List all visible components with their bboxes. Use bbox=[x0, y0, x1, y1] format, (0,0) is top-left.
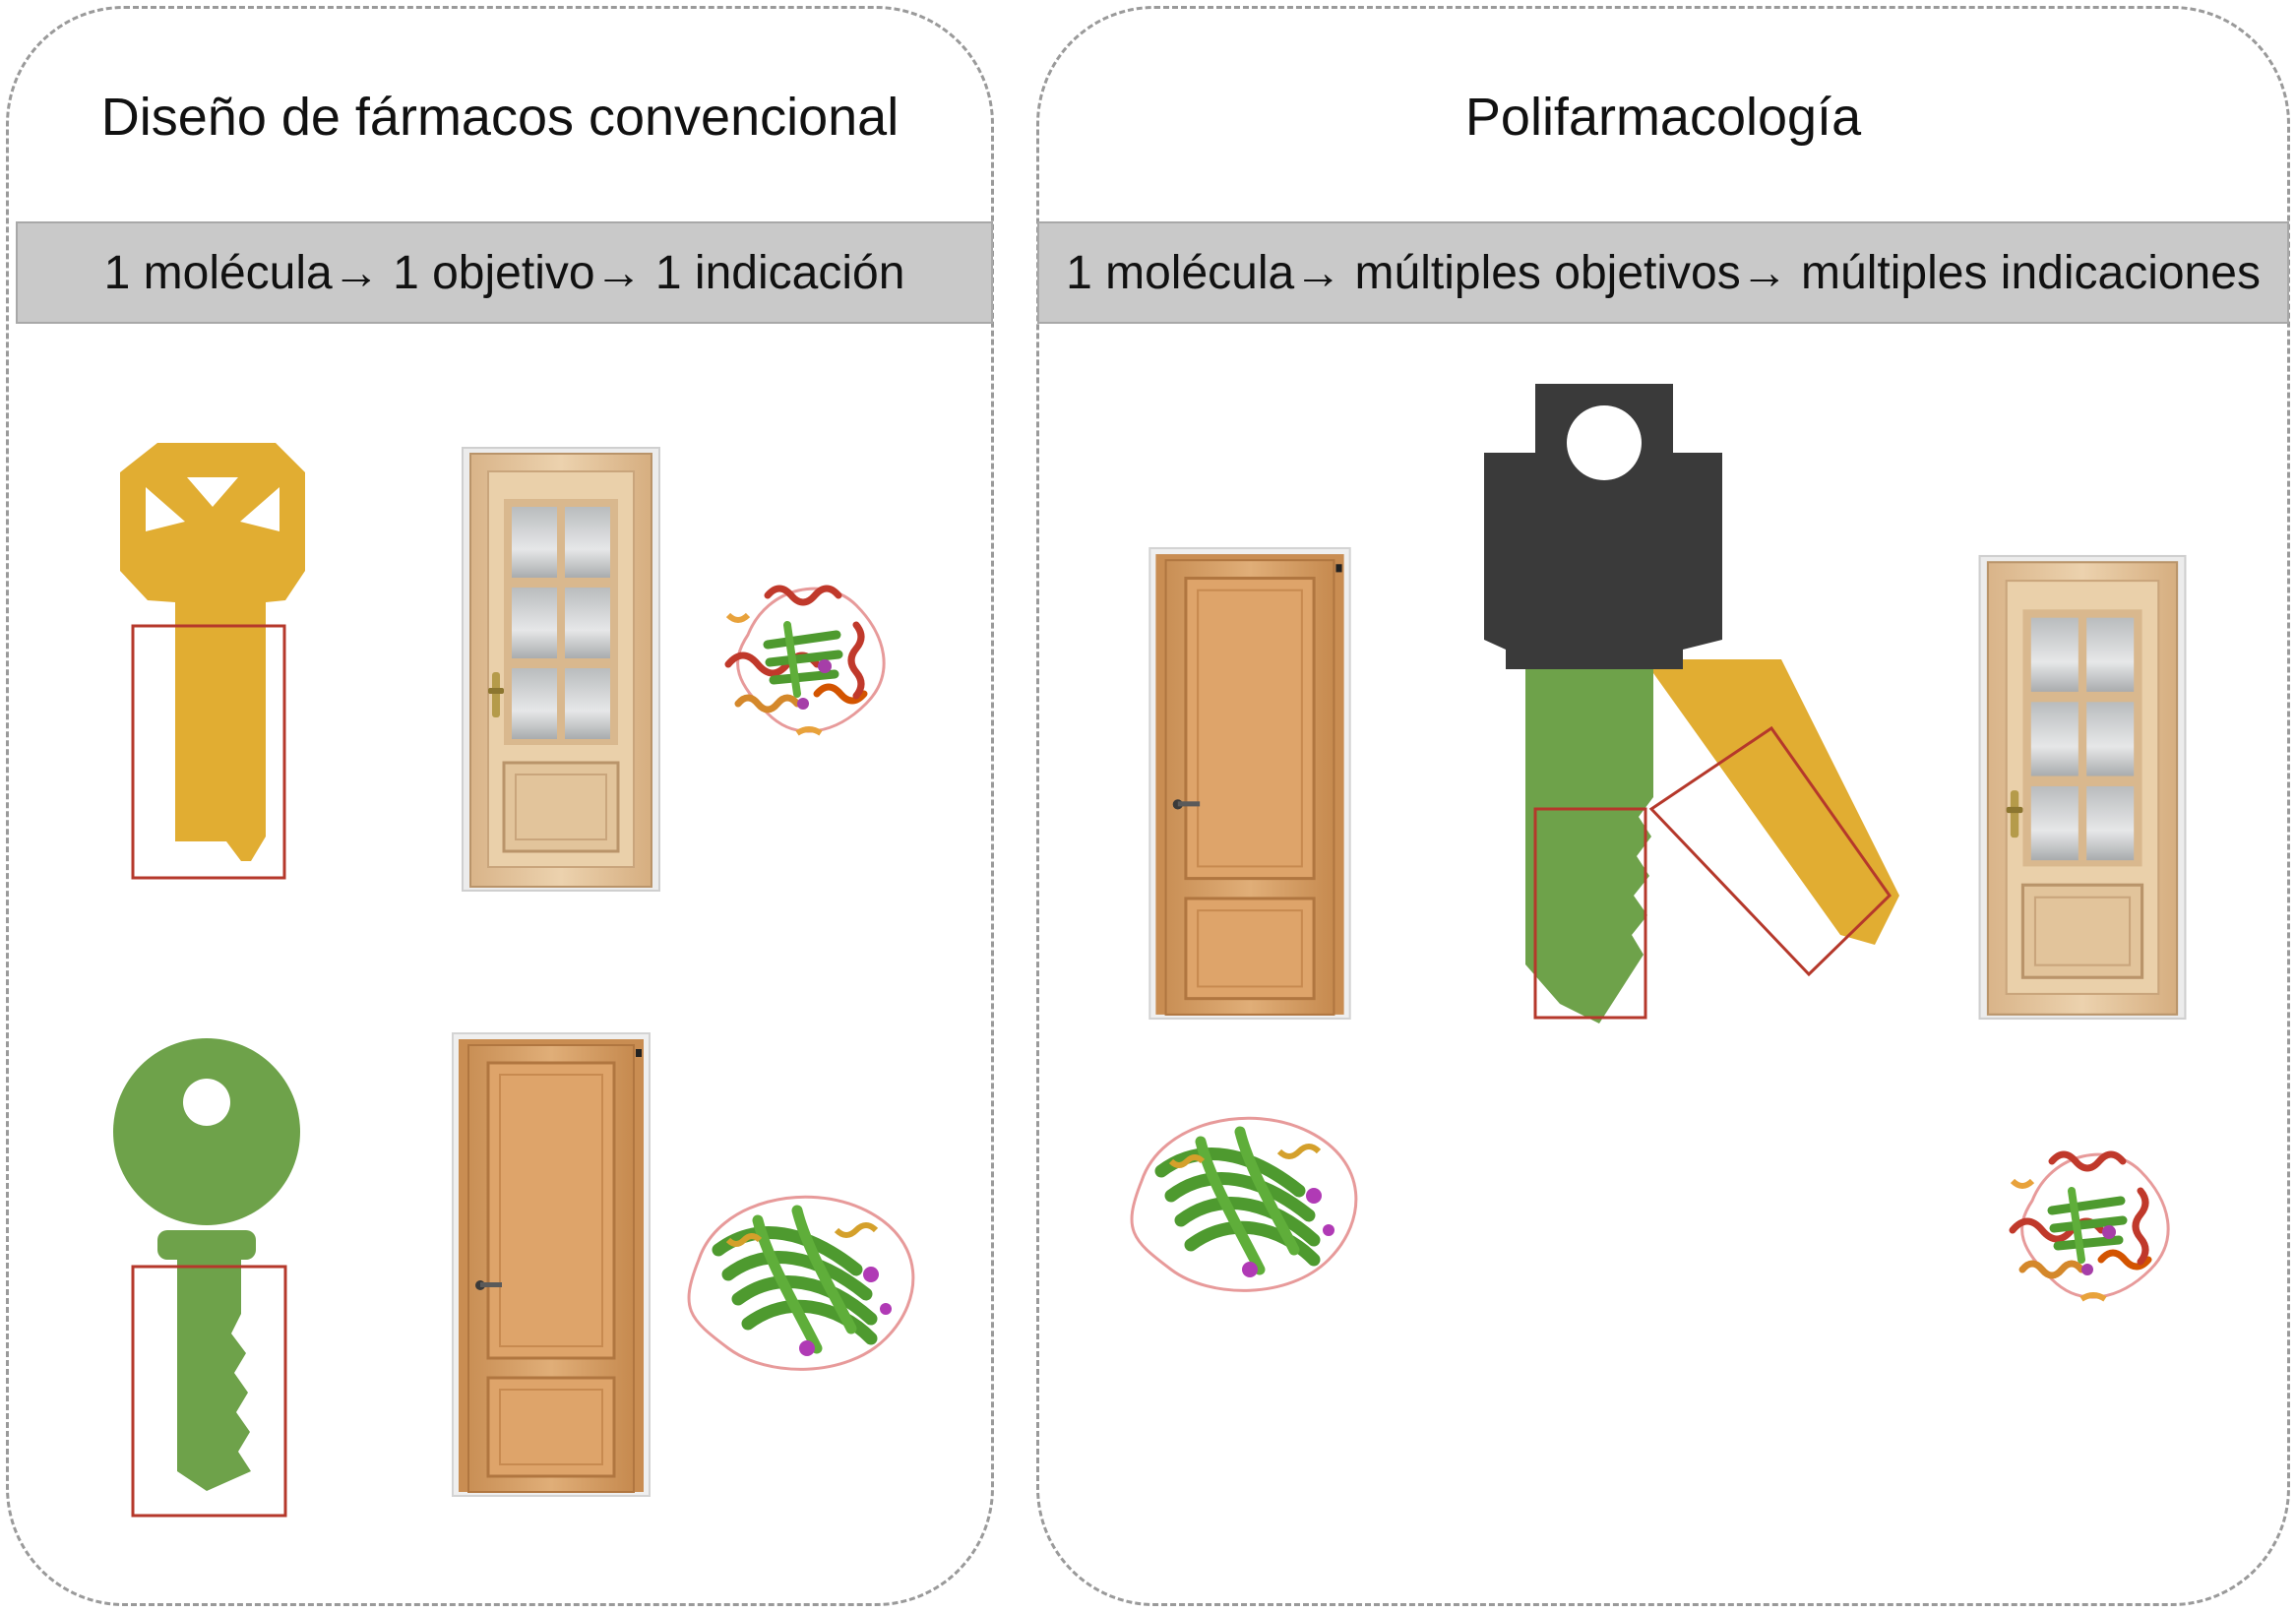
glass-door-icon bbox=[461, 446, 661, 893]
green-key-icon bbox=[113, 1038, 300, 1518]
beta-sheet-protein-icon bbox=[689, 1181, 925, 1378]
yellow-key-icon bbox=[120, 443, 305, 880]
wooden-door-icon bbox=[1148, 546, 1352, 1021]
wooden-door-icon bbox=[451, 1031, 652, 1498]
conventional-design-title: Diseño de fármacos convencional bbox=[100, 88, 900, 147]
polypharmacology-band-text: 1 molécula→ múltiples objetivos→ múltipl… bbox=[1066, 246, 2261, 299]
polypharmacology-band: 1 molécula→ múltiples objetivos→ múltipl… bbox=[1037, 221, 2289, 324]
globular-protein-icon bbox=[709, 556, 915, 753]
conventional-design-band: 1 molécula→ 1 objetivo→ 1 indicación bbox=[16, 221, 993, 324]
highlight-box bbox=[131, 1265, 287, 1518]
polypharmacology-panel bbox=[1036, 6, 2290, 1606]
highlight-box bbox=[131, 624, 286, 880]
conventional-design-band-text: 1 molécula→ 1 objetivo→ 1 indicación bbox=[103, 246, 905, 299]
dark-key-icon bbox=[1484, 384, 1899, 1024]
conventional-design-panel bbox=[6, 6, 994, 1606]
highlight-box bbox=[1533, 807, 1647, 1020]
globular-protein-icon bbox=[1993, 1122, 2200, 1319]
beta-sheet-protein-icon bbox=[1132, 1102, 1368, 1299]
polypharmacology-title: Polifarmacología bbox=[1464, 88, 1862, 147]
highlight-box bbox=[1648, 725, 1892, 977]
glass-door-icon bbox=[1977, 554, 2188, 1021]
